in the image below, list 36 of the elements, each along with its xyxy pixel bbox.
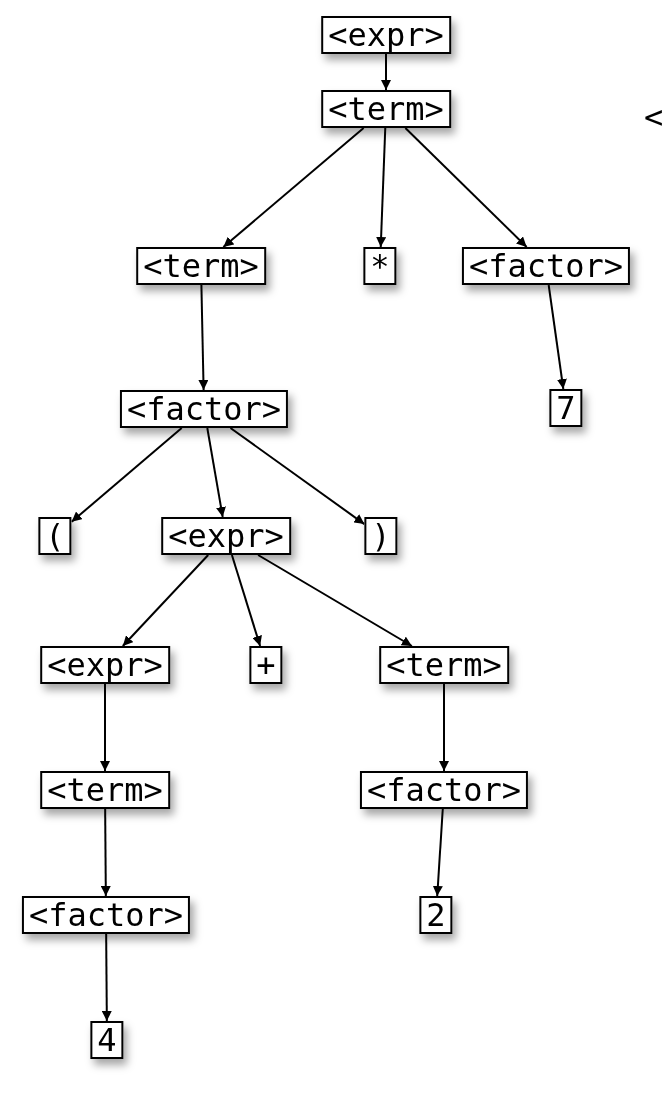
- tree-node: ): [364, 517, 398, 555]
- tree-node: <factor>: [21, 896, 191, 934]
- tree-node: 2: [419, 896, 453, 934]
- tree-node: <factor>: [461, 247, 631, 285]
- arrow: [381, 53, 391, 91]
- tree-node: (: [38, 517, 72, 555]
- tree-node: <term>: [136, 247, 266, 285]
- arrow: [547, 284, 567, 390]
- arrow: [257, 554, 413, 647]
- tree-node: <expr>: [161, 517, 291, 555]
- arrow: [121, 554, 210, 647]
- arrow: [222, 127, 365, 248]
- tree-node: <factor>: [119, 390, 289, 428]
- tree-node: <term>: [40, 771, 170, 809]
- tree-node: 7: [549, 389, 583, 427]
- arrow: [101, 933, 112, 1022]
- arrow: [70, 427, 183, 523]
- arrow: [376, 127, 387, 248]
- tree-node: <term>: [379, 646, 509, 684]
- text-label: <: [644, 100, 664, 134]
- arrow: [206, 427, 226, 518]
- arrow: [100, 808, 111, 897]
- tree-node: +: [249, 646, 283, 684]
- arrow: [404, 127, 528, 248]
- arrow: [432, 808, 444, 897]
- tree-node: <expr>: [321, 16, 451, 54]
- tree-node: 4: [90, 1021, 124, 1059]
- tree-node: <factor>: [359, 771, 529, 809]
- arrow: [198, 284, 209, 391]
- arrow: [439, 683, 449, 772]
- tree-node: <term>: [321, 90, 451, 128]
- arrow: [100, 683, 110, 772]
- arrow: [230, 554, 262, 647]
- tree-node: <expr>: [40, 646, 170, 684]
- tree-node: *: [363, 247, 397, 285]
- arrow: [229, 427, 366, 526]
